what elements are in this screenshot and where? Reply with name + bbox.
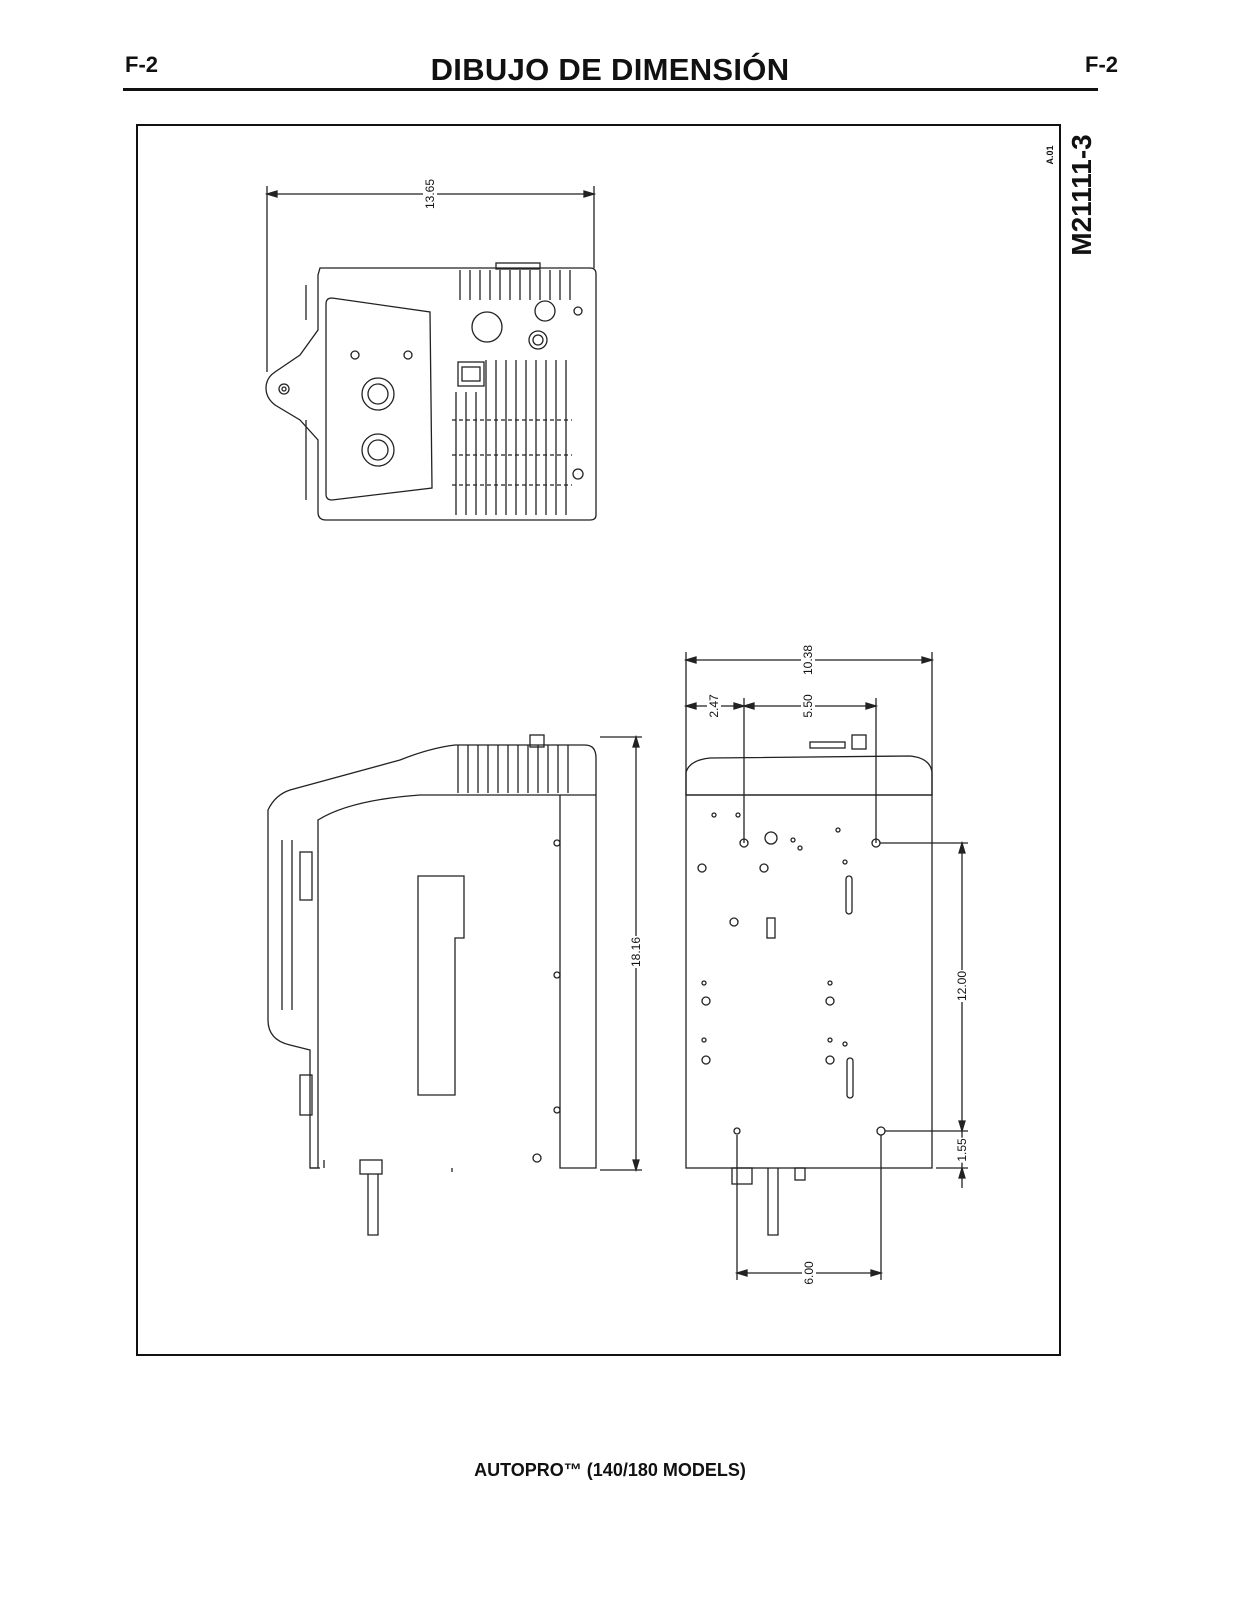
drawing-frame [136, 124, 1061, 1356]
dim-hole-spacing: 5.50 [801, 693, 815, 719]
rear-view [683, 652, 968, 1280]
side-view [267, 734, 642, 1236]
dim-hole-depth: 12.00 [955, 969, 969, 1003]
dim-overall-width: 10.38 [801, 643, 815, 677]
page-number-right: F-2 [1085, 52, 1118, 77]
top-view [264, 186, 597, 521]
page-title: DIBUJO DE DIMENSIÓN [430, 52, 790, 87]
dim-edge-offset: 1.55 [955, 1137, 969, 1163]
dim-top-width: 13.65 [423, 177, 437, 211]
dim-left-offset: 2.47 [707, 693, 721, 719]
footer-model: AUTOPRO™ (140/180 MODELS) [474, 1460, 746, 1480]
header-rule [123, 88, 1098, 91]
drawing-revision: A.01 [1045, 145, 1055, 165]
page-number-left: F-2 [125, 52, 158, 77]
drawing-number: M21111-3 [1066, 134, 1097, 256]
dim-bottom-spacing: 6.00 [802, 1260, 816, 1286]
dim-height: 18.16 [629, 935, 643, 969]
